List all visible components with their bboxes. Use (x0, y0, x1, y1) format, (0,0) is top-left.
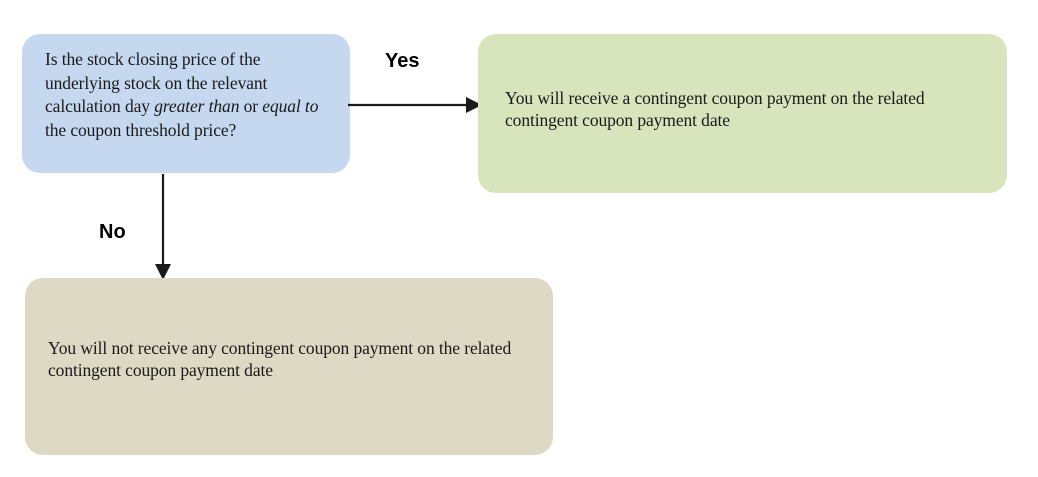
decision-node-coupon-threshold: Is the stock closing price of the underl… (22, 34, 350, 173)
decision-text-segment: or (239, 96, 263, 116)
outcome-node-receive-coupon-label: You will receive a contingent coupon pay… (505, 88, 929, 130)
decision-text-segment: the coupon threshold price? (45, 96, 323, 140)
no-arrow-connector (155, 174, 171, 280)
decision-text-segment: equal to (262, 96, 319, 116)
decision-text-segment: Is the stock closing price of the underl… (45, 49, 272, 116)
branch-label-yes: Yes (385, 50, 420, 72)
yes-arrowhead-icon (466, 97, 482, 113)
outcome-node-no-coupon-label: You will not receive any contingent coup… (48, 338, 516, 380)
yes-arrow-connector (348, 97, 482, 113)
outcome-node-no-coupon: You will not receive any contingent coup… (25, 278, 553, 455)
branch-label-no: No (99, 221, 126, 243)
decision-text-segment: greater than (154, 96, 240, 116)
no-arrowhead-icon (155, 264, 171, 280)
outcome-node-receive-coupon: You will receive a contingent coupon pay… (478, 34, 1007, 193)
decision-node-label: Is the stock closing price of the underl… (45, 48, 335, 142)
